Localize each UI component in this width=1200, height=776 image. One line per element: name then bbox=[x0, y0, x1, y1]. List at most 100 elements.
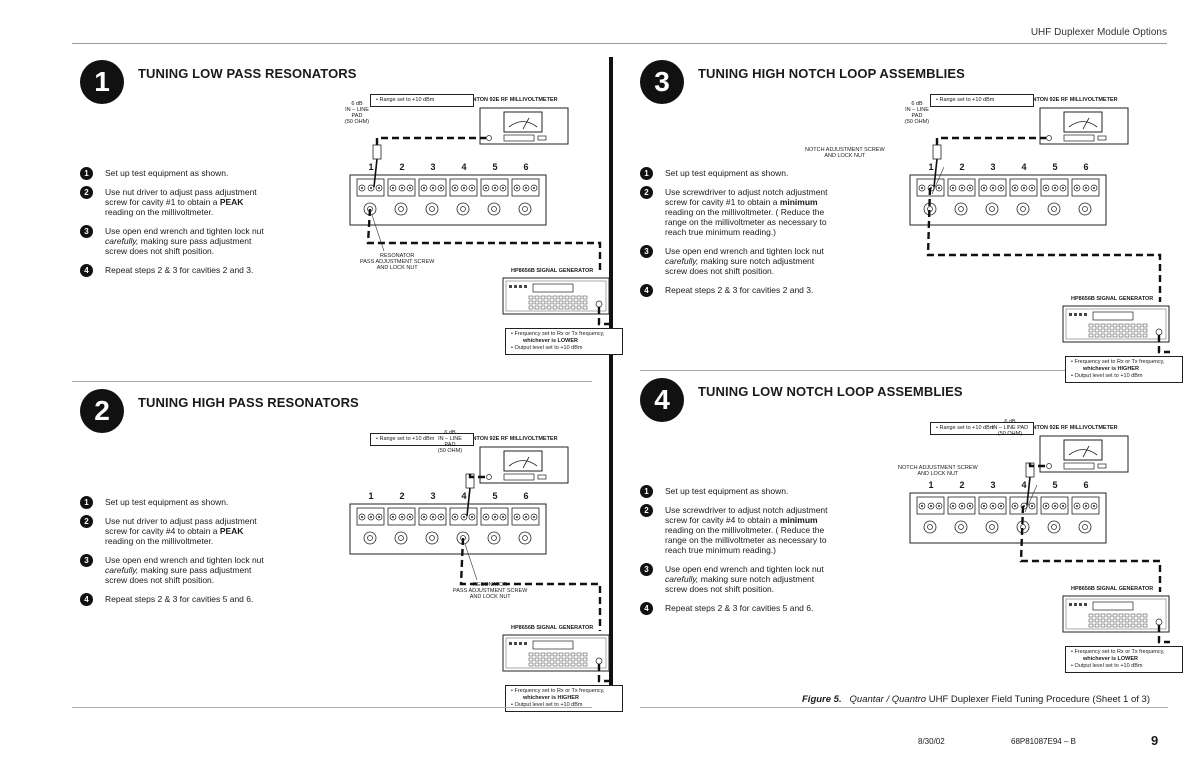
step-text: Set up test equipment as shown. bbox=[665, 486, 789, 496]
generator-note-text: Output level set to +10 dBm bbox=[1074, 373, 1143, 379]
cavity-number: 2 bbox=[399, 162, 405, 172]
cavity bbox=[480, 507, 509, 545]
duplexer-module bbox=[349, 174, 547, 226]
step-emphasis: carefully, bbox=[105, 565, 139, 575]
meter-label: BOONTON 92E RF MILLIVOLTMETER bbox=[1020, 425, 1118, 431]
step-number-badge: 1 bbox=[80, 496, 93, 509]
cavity-number: 6 bbox=[1083, 162, 1089, 172]
pad-label-line: 6 dB bbox=[444, 430, 456, 436]
page-number: 9 bbox=[1151, 733, 1159, 748]
screw-label-line: AND LOCK NUT bbox=[469, 594, 511, 600]
cavity-number: 4 bbox=[461, 491, 467, 501]
screw-label-line: RESONATOR bbox=[473, 582, 508, 588]
cavity bbox=[387, 178, 416, 216]
cable-to-meter bbox=[1028, 463, 1046, 468]
cavity bbox=[511, 178, 540, 216]
cavity bbox=[1071, 178, 1100, 216]
millivoltmeter bbox=[479, 107, 569, 145]
cavity-number: 5 bbox=[1052, 480, 1058, 490]
footer-rule-left bbox=[72, 707, 592, 708]
generator-note-line: whichever is LOWER bbox=[1071, 656, 1177, 663]
pad-label-line: IN – LINE PAD bbox=[991, 425, 1029, 431]
duplexer-module bbox=[349, 503, 547, 555]
step-emphasis: minimum bbox=[779, 197, 818, 207]
leader-line bbox=[371, 214, 385, 252]
millivoltmeter bbox=[1039, 107, 1129, 145]
cavity-number: 1 bbox=[928, 162, 934, 172]
cable-to-meter bbox=[935, 136, 1046, 145]
cavity bbox=[449, 178, 478, 216]
range-note: • Range set to +10 dBm bbox=[930, 422, 1034, 435]
step-text: reading on the millivoltmeter. bbox=[105, 207, 214, 217]
cavity bbox=[1071, 496, 1100, 534]
step-text: Repeat steps 2 & 3 for cavities 5 and 6. bbox=[665, 603, 814, 613]
running-header: UHF Duplexer Module Options bbox=[1030, 27, 1167, 38]
step-text: Use open end wrench and tighten lock nut bbox=[105, 226, 264, 236]
step-text: Use screwdriver to adjust notch adjustme… bbox=[665, 505, 828, 525]
step-number-badge: 4 bbox=[640, 602, 653, 615]
meter-label: BOONTON 92E RF MILLIVOLTMETER bbox=[460, 97, 558, 103]
generator-note-line: • Frequency set to Rx or Tx frequency, bbox=[1071, 649, 1165, 655]
cavity bbox=[1009, 178, 1038, 216]
cable-loop bbox=[597, 664, 610, 683]
cavity-number: 1 bbox=[368, 491, 374, 501]
step-emphasis: carefully, bbox=[665, 256, 699, 266]
cavity-number: 5 bbox=[492, 491, 498, 501]
meter-label: BOONTON 92E RF MILLIVOLTMETER bbox=[460, 436, 558, 442]
signal-generator bbox=[1062, 305, 1170, 343]
pad-label-line: (50 OHM) bbox=[344, 119, 370, 125]
cavity-number: 5 bbox=[492, 162, 498, 172]
screw-label-line: PASS ADJUSTMENT SCREW bbox=[453, 588, 528, 594]
cavity bbox=[947, 178, 976, 216]
cavity bbox=[418, 178, 447, 216]
step-text: Use nut driver to adjust pass adjustment… bbox=[105, 516, 257, 536]
cavity bbox=[449, 507, 478, 545]
generator-note-line: • Output level set to +10 dBm bbox=[1071, 373, 1143, 379]
section-number-badge: 1 bbox=[80, 60, 124, 104]
step-text: Repeat steps 2 & 3 for cavities 2 and 3. bbox=[105, 265, 254, 275]
test-setup-diagram: BOONTON 92E RF MILLIVOLTMETER• Range set… bbox=[255, 70, 623, 360]
cavity-number: 6 bbox=[523, 162, 529, 172]
step-number-badge: 4 bbox=[80, 593, 93, 606]
signal-generator bbox=[502, 634, 610, 672]
generator-notes: • Frequency set to Rx or Tx frequency,wh… bbox=[1065, 646, 1183, 673]
cable-loop bbox=[1157, 625, 1170, 644]
generator-label: HP8656B SIGNAL GENERATOR bbox=[511, 625, 594, 631]
screw-label-line: RESONATOR bbox=[380, 253, 415, 259]
screw-label-line: AND LOCK NUT bbox=[376, 265, 418, 271]
generator-note-line: • Frequency set to Rx or Tx frequency, bbox=[511, 688, 605, 694]
cavity-number: 6 bbox=[1083, 480, 1089, 490]
generator-note-text: Frequency set to Rx or Tx frequency, bbox=[514, 688, 605, 694]
range-note: • Range set to +10 dBm bbox=[370, 433, 474, 446]
generator-note-line: • Output level set to +10 dBm bbox=[1071, 663, 1143, 669]
step-text: Set up test equipment as shown. bbox=[105, 168, 229, 178]
test-setup-diagram: BOONTON 92E RF MILLIVOLTMETER• Range set… bbox=[815, 388, 1183, 678]
cavity-number: 3 bbox=[990, 162, 996, 172]
inline-pad bbox=[372, 144, 382, 160]
cavity bbox=[916, 496, 945, 534]
cavity-number: 4 bbox=[461, 162, 467, 172]
footer-date: 8/30/02 bbox=[918, 737, 945, 746]
diagram-drawing bbox=[909, 435, 1170, 644]
generator-note-text: Frequency set to Rx or Tx frequency, bbox=[1074, 649, 1165, 655]
meter-label: BOONTON 92E RF MILLIVOLTMETER bbox=[1020, 97, 1118, 103]
generator-note-line: • Output level set to +10 dBm bbox=[511, 702, 583, 708]
generator-note-text: Output level set to +10 dBm bbox=[514, 345, 583, 351]
step-emphasis: minimum bbox=[779, 515, 818, 525]
range-note-text: Range set to +10 dBm bbox=[939, 97, 995, 103]
cable-to-generator bbox=[366, 208, 602, 274]
cavity-number: 1 bbox=[928, 480, 934, 490]
screw-label-line: NOTCH ADJUSTMENT SCREW bbox=[898, 465, 978, 471]
range-note: • Range set to +10 dBm bbox=[370, 94, 474, 107]
